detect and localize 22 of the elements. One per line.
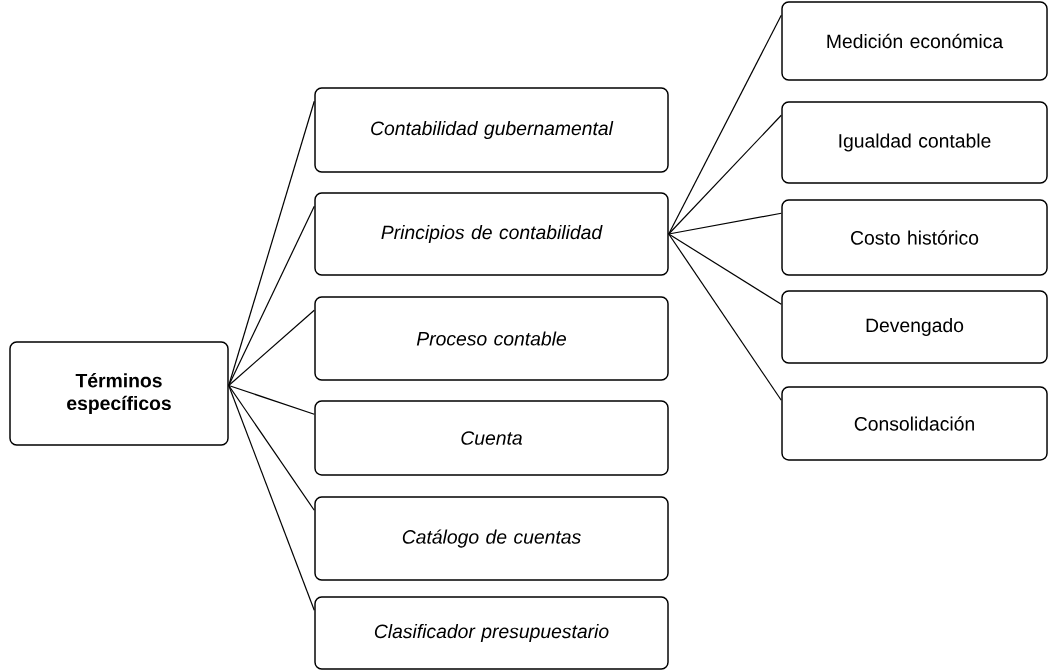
connector-line [228, 309, 315, 387]
principle-box: Igualdad contable [781, 101, 1048, 184]
term-box: Catálogo de cuentas [314, 496, 669, 581]
principle-box: Devengado [781, 290, 1048, 364]
principle-box: Costo histórico [781, 199, 1048, 276]
principle-box: Consolidación [781, 386, 1048, 461]
connector-line [668, 114, 782, 235]
connector-line [228, 205, 315, 387]
connector-line [228, 384, 315, 611]
connector-line [668, 233, 782, 305]
term-box: Contabilidad gubernamental [314, 87, 669, 173]
connector-line [668, 212, 782, 235]
term-box: Clasificador presupuestario [314, 596, 669, 670]
connector-line [668, 14, 782, 235]
connector-line [228, 384, 315, 415]
term-box: Cuenta [314, 400, 669, 476]
connector-line [668, 233, 782, 401]
term-box: Principios de contabilidad [314, 192, 669, 276]
principle-box: Medición económica [781, 1, 1048, 81]
term-box: Proceso contable [314, 296, 669, 381]
connector-line [228, 384, 315, 511]
topic-box: Términos específicos [9, 341, 229, 446]
